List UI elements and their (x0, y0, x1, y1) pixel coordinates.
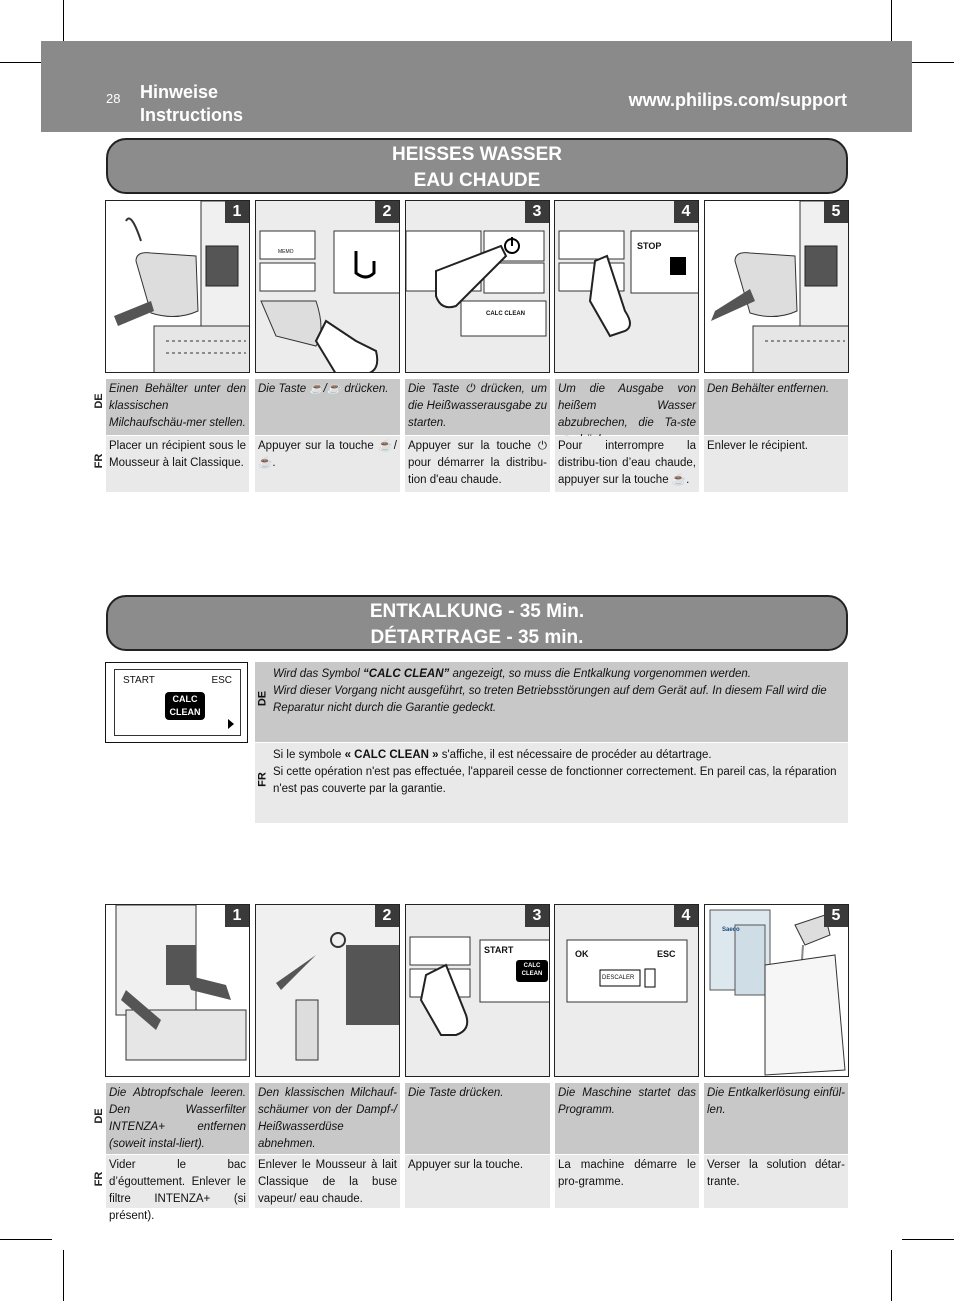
page-header: 28 Hinweise Instructions www.philips.com… (41, 41, 912, 132)
step-image-9: OK ESC DESCALER 4 (554, 904, 699, 1077)
descaling-info-de: DE Wird das Symbol “CALC CLEAN” angezeig… (255, 662, 848, 742)
crop-mark (891, 1250, 892, 1301)
step-6-de-text: Die Abtropfschale leeren. Den Wasserfilt… (106, 1083, 249, 1154)
step-image-4: STOP 4 (554, 200, 699, 373)
step-5-de-text: Den Behälter entfernen. (704, 379, 848, 435)
step-number: 3 (525, 201, 549, 223)
step-image-1: 1 (105, 200, 250, 373)
saeco-label: Saeco (722, 927, 740, 933)
calc-clean-display: START ESC CALC CLEAN (105, 662, 248, 743)
power-button-illustration (406, 201, 549, 372)
step-5-fr-text: Enlever le récipient. (704, 436, 848, 492)
step-2-fr-text: Appuyer sur la touche ☕/☕. (255, 436, 400, 492)
arrow-right-icon (228, 719, 234, 729)
step-image-3: CALC CLEAN 3 (405, 200, 550, 373)
step-8-fr-text: Appuyer sur la touche. (405, 1155, 550, 1208)
control-panel-illustration (256, 201, 399, 372)
step-8-de-text: Die Taste drücken. (405, 1083, 550, 1154)
lang-label-de: DE (256, 690, 269, 707)
info-fr-line-2: Si cette opération n'est pas effectuée, … (273, 766, 837, 795)
crop-mark (0, 62, 52, 63)
start-button-illustration (406, 905, 549, 1076)
step-image-2: MEMO 2 (255, 200, 400, 373)
section-banner-descaling: ENTKALKUNG - 35 Min. DÉTARTRAGE - 35 min… (106, 595, 848, 651)
crop-mark (891, 0, 892, 52)
step-image-8: START CALC CLEAN 3 (405, 904, 550, 1077)
pour-descaler-illustration (709, 909, 846, 1076)
step-number: 4 (674, 905, 698, 927)
machine-jug-illustration (114, 201, 249, 372)
step-1-fr-text: Placer un récipient sous le Mousseur à l… (106, 436, 249, 492)
start-label: START (484, 945, 514, 955)
step-number: 1 (225, 201, 249, 223)
esc-label: ESC (657, 949, 676, 959)
stop-label: STOP (637, 241, 662, 251)
calc-clean-icon: CALC CLEAN (165, 692, 205, 720)
info-fr-line-1: Si le symbole « CALC CLEAN » s'affiche, … (273, 749, 712, 761)
step-10-fr-text: Verser la solution détar-trante. (704, 1155, 848, 1208)
lcd-screen: START ESC CALC CLEAN (114, 669, 241, 736)
crop-mark (902, 1239, 954, 1240)
lcd-esc-label: ESC (211, 675, 232, 686)
step-image-7: 2 (255, 904, 400, 1077)
step-2-de-text: Die Taste ☕/☕ drücken. (255, 379, 400, 435)
lcd-start-label: START (123, 675, 155, 686)
step-number: 5 (824, 201, 848, 223)
title-fr: Instructions (140, 105, 244, 125)
step-3-fr-text: Appuyer sur la touche ⏻ pour démarrer la… (405, 436, 550, 492)
step-3-de-text: Die Taste ⏻ drücken, um die Heißwasserau… (405, 379, 550, 435)
step-number: 3 (525, 905, 549, 927)
drip-tray-illustration (115, 905, 247, 1061)
stop-button-illustration (555, 201, 698, 372)
info-de-line-2: Wird dieser Vorgang nicht ausgeführt, so… (273, 685, 827, 714)
step-number: 5 (824, 905, 848, 927)
step-4-de-text: Um die Ausgabe von heißem Wasser abzubre… (555, 379, 699, 446)
banner-title-fr: EAU CHAUDE (413, 170, 541, 191)
step-image-10: Saeco 5 (704, 904, 849, 1077)
crop-mark (902, 62, 954, 63)
step-number: 1 (225, 905, 249, 927)
descaler-label: DESCALER (602, 975, 635, 981)
step-1-de-text: Einen Behälter unter den klassischen Mil… (106, 379, 249, 435)
step-7-de-text: Den klassischen Milchauf-schäumer von de… (255, 1083, 400, 1154)
step-9-de-text: Die Maschine startet das Programm. (555, 1083, 699, 1154)
crop-mark (0, 1239, 52, 1240)
page-number: 28 (106, 91, 121, 106)
step-number: 2 (375, 201, 399, 223)
memo-label: MEMO (278, 249, 294, 255)
step-4-fr-text: Pour interrompre la distribu-tion d’eau … (555, 436, 699, 492)
step-image-6: 1 (105, 904, 250, 1077)
calc-clean-label: CALC CLEAN (486, 311, 525, 317)
lang-label-fr: FR (256, 772, 269, 787)
step-7-fr-text: Enlever le Mousseur à lait Classique de … (255, 1155, 400, 1208)
crop-mark (63, 1250, 64, 1301)
crop-mark (63, 0, 64, 52)
title-de: Hinweise (140, 82, 219, 102)
step-image-5: 5 (704, 200, 849, 373)
calc-clean-icon: CALC CLEAN (521, 963, 543, 977)
descaling-info-fr: FR Si le symbole « CALC CLEAN » s'affich… (255, 743, 848, 823)
banner-title-de: HEISSES WASSER (392, 144, 562, 165)
banner-title-de: ENTKALKUNG - 35 Min. (369, 601, 585, 622)
step-9-fr-text: La machine démarre le pro-gramme. (555, 1155, 699, 1208)
descaler-display-illustration (555, 905, 698, 1076)
section-banner-hot-water: HEISSES WASSER EAU CHAUDE (106, 138, 848, 194)
step-number: 2 (375, 905, 399, 927)
info-de-line-1: Wird das Symbol “CALC CLEAN” angezeigt, … (273, 668, 751, 680)
banner-title-fr: DÉTARTRAGE - 35 min. (370, 627, 584, 648)
page-title: Hinweise Instructions (140, 81, 243, 127)
step-6-fr-text: Vider le bac d’égouttement. Enlever le f… (106, 1155, 249, 1222)
remove-frother-illustration (256, 905, 399, 1076)
remove-jug-illustration (711, 201, 848, 372)
support-url[interactable]: www.philips.com/support (628, 90, 847, 110)
step-10-de-text: Die Entkalkerlösung einfül-len. (704, 1083, 848, 1154)
ok-label: OK (575, 949, 589, 959)
step-number: 4 (674, 201, 698, 223)
